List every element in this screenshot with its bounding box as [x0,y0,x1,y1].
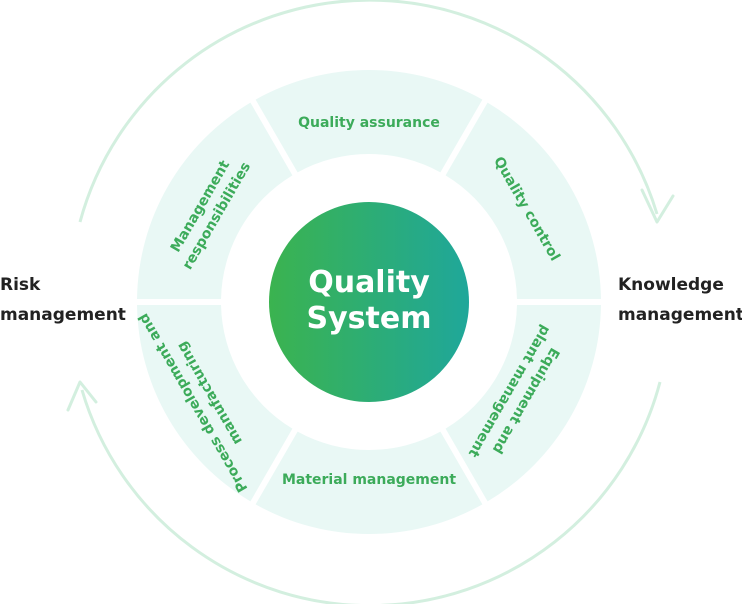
center-title-line1: Quality [308,265,430,300]
segment-right-top [445,102,601,300]
segment-left-top [137,102,293,300]
cycle-arrowhead-bottom [66,380,98,412]
segment-top [255,69,483,173]
risk-label-line2: management [0,305,126,325]
segment-bottom [255,431,483,535]
knowledge-management-label: Knowledge management [618,270,742,330]
cycle-arrow-top [78,0,659,223]
segment-label-material-management: Material management [282,472,456,488]
center-circle [269,202,469,402]
risk-label-line1: Risk [0,275,41,295]
segment-label-quality-assurance: Quality assurance [298,115,440,131]
risk-management-label: Risk management [0,270,126,330]
segment-right-bottom [445,304,601,502]
cycle-arrowhead-top [640,188,675,224]
center-title-line2: System [307,301,432,336]
knowledge-label-line2: management [618,305,742,325]
knowledge-label-line1: Knowledge [618,275,724,295]
segment-left-bottom [137,304,293,502]
segment-ring [137,69,601,535]
